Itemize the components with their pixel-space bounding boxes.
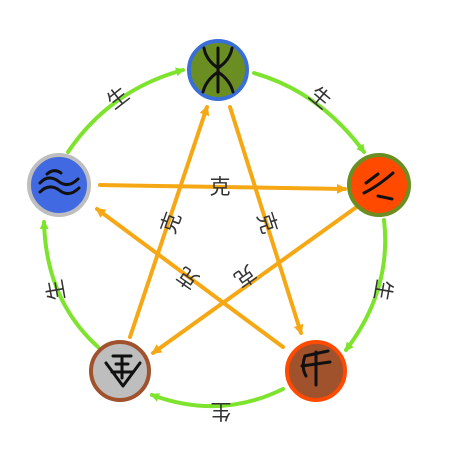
overcoming-label-fire-metal: 克 <box>230 260 261 292</box>
generating-arrow-metal-to-water <box>39 220 100 349</box>
generating-arrow-wood-to-fire <box>252 71 366 154</box>
overcoming-label-water-fire: 克 <box>210 175 231 199</box>
fire-seal-glyph <box>362 171 395 201</box>
generating-arrow-earth-to-metal <box>150 387 285 409</box>
overcoming-cycle <box>95 105 360 355</box>
overcoming-arrow-earth-to-water <box>95 207 285 349</box>
overcoming-arrow-wood-to-earth <box>228 105 304 335</box>
element-node-water <box>27 153 91 217</box>
generating-label-wood-fire: 生 <box>304 82 336 114</box>
generating-cycle <box>39 67 388 409</box>
element-node-fire <box>347 153 411 217</box>
element-node-metal <box>89 340 151 402</box>
water-seal-glyph <box>38 169 81 195</box>
generating-arrow-fire-to-earth <box>344 218 388 352</box>
generating-arrow-water-to-wood <box>66 67 185 154</box>
overcoming-label-wood-earth: 克 <box>252 209 281 236</box>
element-node-wood <box>187 39 249 101</box>
overcoming-arrow-fire-to-metal <box>151 204 360 355</box>
metal-seal-glyph <box>104 354 142 388</box>
generating-label-fire-earth: 生 <box>369 278 396 303</box>
overcoming-arrow-water-to-fire <box>98 183 347 194</box>
overcoming-label-metal-wood: 克 <box>156 209 186 237</box>
generating-label-earth-metal: 生 <box>211 399 232 423</box>
element-node-earth <box>285 340 347 402</box>
wood-seal-glyph <box>201 46 235 94</box>
overcoming-arrow-metal-to-wood <box>128 105 210 339</box>
generating-label-metal-water: 生 <box>42 278 69 303</box>
earth-seal-glyph <box>300 349 332 387</box>
